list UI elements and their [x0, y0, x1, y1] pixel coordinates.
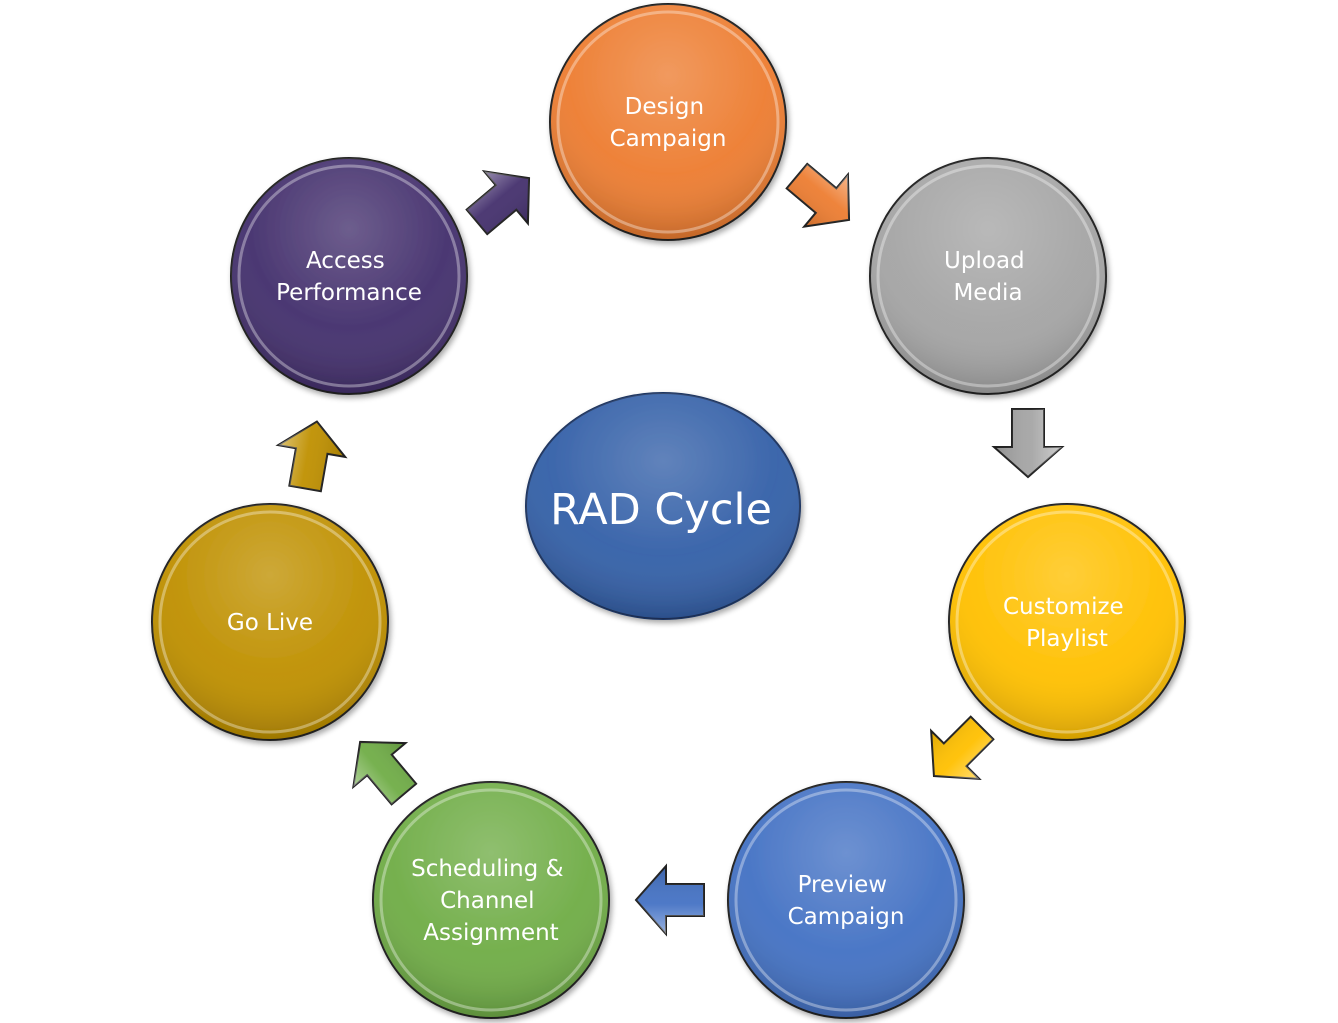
arrow-golive-to-access [275, 420, 348, 493]
cycle-steps: Design Campaign Upload Media Customize P… [151, 3, 1186, 1019]
step-access-performance: Access Performance [230, 157, 468, 395]
step-preview-campaign: Preview Campaign [727, 781, 965, 1019]
step-go-live: Go Live [151, 503, 389, 741]
step-label: Preview Campaign [788, 872, 905, 930]
step-label: Customize Playlist [1003, 594, 1131, 652]
step-label: Go Live [227, 610, 313, 636]
step-upload-media: Upload Media [869, 157, 1107, 395]
arrow-preview-to-scheduling [634, 863, 705, 937]
arrow-design-to-upload [785, 162, 851, 228]
step-label: Scheduling & Channel Assignment [411, 856, 571, 946]
center-label: RAD Cycle [550, 485, 772, 535]
arrow-upload-to-customize [991, 408, 1065, 479]
step-design-campaign: Design Campaign [549, 3, 787, 241]
step-label: Upload Media [944, 248, 1032, 306]
arrow-scheduling-to-golive [352, 740, 418, 806]
arrow-customize-to-preview [929, 715, 995, 781]
step-scheduling-channel-assignment: Scheduling & Channel Assignment [372, 781, 610, 1019]
step-customize-playlist: Customize Playlist [948, 503, 1186, 741]
step-label: Access Performance [276, 248, 422, 306]
step-label: Design Campaign [610, 94, 727, 152]
arrow-access-to-design [465, 170, 531, 236]
cycle-arrows [275, 162, 1065, 937]
center-node: RAD Cycle [525, 392, 801, 620]
